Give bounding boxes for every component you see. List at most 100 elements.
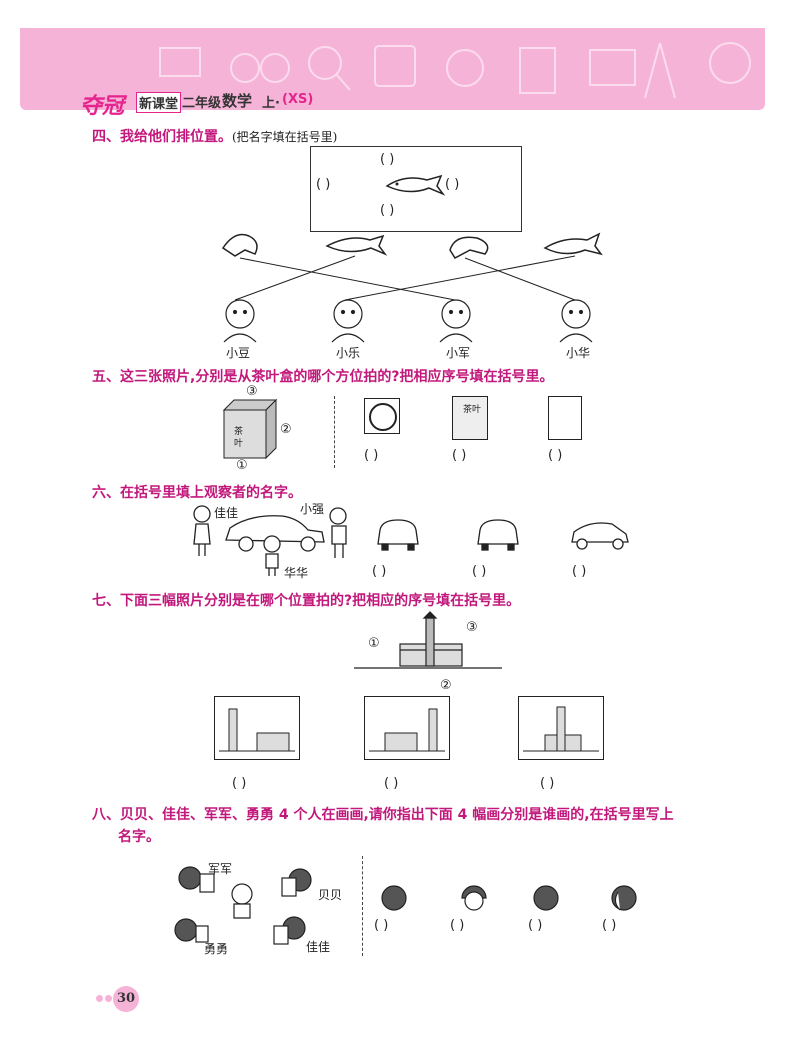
q7-marker-left: ① bbox=[368, 636, 380, 651]
child-xiaohua-icon bbox=[559, 299, 593, 343]
q4-note: (把名字填在括号里) bbox=[232, 130, 338, 144]
q5-divider bbox=[334, 396, 335, 468]
page-dot-1 bbox=[96, 995, 103, 1002]
car-icon bbox=[225, 515, 325, 552]
q6-car-views bbox=[377, 519, 629, 551]
boy-xiaoqiang-icon bbox=[329, 507, 347, 558]
painter-yongyong: 勇勇 bbox=[204, 942, 229, 956]
q5-photo-front-view: 茶叶 bbox=[452, 396, 488, 440]
q5-photo-side-view bbox=[548, 396, 582, 440]
q8-answer-1[interactable]: ( ) bbox=[374, 918, 389, 933]
painter-jiajia-icon bbox=[273, 916, 306, 945]
q8-answer-3[interactable]: ( ) bbox=[528, 918, 543, 933]
q7-answer-3[interactable]: ( ) bbox=[540, 776, 555, 791]
dolphin-back-icon bbox=[449, 236, 489, 259]
q4-children-icons bbox=[223, 299, 593, 343]
q8-title-line2: 名字。 bbox=[118, 829, 160, 845]
q7-marker-right: ③ bbox=[466, 620, 478, 635]
q8-divider bbox=[362, 856, 363, 956]
dolphin-front-icon bbox=[221, 233, 258, 257]
car-side-view-icon bbox=[571, 522, 629, 550]
q6-title: 六、在括号里填上观察者的名字。 bbox=[92, 485, 302, 501]
q8-painters-icons bbox=[174, 866, 312, 945]
q4-paren-top[interactable]: ( ) bbox=[380, 152, 395, 167]
q4-dolphins-and-lines bbox=[221, 232, 603, 301]
svg-text:茶: 茶 bbox=[234, 425, 243, 437]
dolphin-side-icon bbox=[325, 234, 388, 256]
child-xiaole-icon bbox=[331, 299, 365, 343]
child-xiaojun-icon bbox=[439, 299, 473, 343]
q7-marker-bottom: ② bbox=[440, 678, 452, 693]
observer-xiaoqiang: 小强 bbox=[300, 502, 325, 516]
q7-photo-3 bbox=[518, 696, 604, 760]
painter-center-icon bbox=[231, 883, 253, 919]
car-front-view-icon bbox=[377, 519, 419, 551]
child-name-xiaodou: 小豆 bbox=[226, 346, 251, 360]
q5-title: 五、这三张照片,分别是从茶叶盒的哪个方位拍的?把相应序号填在括号里。 bbox=[92, 369, 554, 385]
painter-beibei: 贝贝 bbox=[318, 888, 343, 902]
child-xiaodou-icon bbox=[223, 299, 257, 343]
drawing-4-side-face-icon bbox=[611, 885, 637, 911]
grade-label: 二年级 bbox=[182, 96, 222, 111]
tea-label: 茶叶 bbox=[463, 405, 482, 415]
q5-answer-3[interactable]: ( ) bbox=[548, 448, 563, 463]
volume-label: 上· bbox=[262, 96, 280, 111]
q5-marker-right: ② bbox=[280, 422, 292, 437]
drawing-2-face-icon bbox=[461, 885, 487, 911]
child-name-xiaohua: 小华 bbox=[566, 346, 591, 360]
painter-jiajia: 佳佳 bbox=[306, 940, 331, 954]
observer-jiajia: 佳佳 bbox=[214, 506, 239, 520]
page-number: 30 bbox=[113, 986, 139, 1012]
page-dot-2 bbox=[105, 995, 112, 1002]
monument-view-1-icon bbox=[219, 708, 295, 752]
q5-marker-top: ③ bbox=[246, 384, 258, 399]
q6-answer-3[interactable]: ( ) bbox=[572, 564, 587, 579]
brand-logo: 夺冠 bbox=[80, 93, 125, 119]
q4-title: 四、我给他们排位置。(把名字填在括号里) bbox=[92, 129, 338, 145]
q8-answer-4[interactable]: ( ) bbox=[602, 918, 617, 933]
q5-marker-front: ① bbox=[236, 458, 248, 473]
tea-box-icon: 茶 叶 bbox=[222, 398, 278, 460]
observer-huahua: 华华 bbox=[284, 566, 309, 580]
subject-label: 数学 bbox=[222, 92, 253, 110]
edition-label: (XS) bbox=[282, 92, 314, 107]
child-name-xiaojun: 小军 bbox=[446, 346, 471, 360]
girl-jiajia-icon bbox=[193, 505, 211, 556]
q7-photo-2 bbox=[364, 696, 450, 760]
dolphin-side2-icon bbox=[543, 232, 603, 256]
q6-answer-1[interactable]: ( ) bbox=[372, 564, 387, 579]
q7-photo-1 bbox=[214, 696, 300, 760]
q4-answer-box bbox=[310, 146, 522, 232]
q4-paren-right[interactable]: ( ) bbox=[445, 177, 460, 192]
q7-answer-1[interactable]: ( ) bbox=[232, 776, 247, 791]
svg-text:叶: 叶 bbox=[234, 438, 243, 449]
q7-answer-2[interactable]: ( ) bbox=[384, 776, 399, 791]
monument-view-2-icon bbox=[369, 708, 445, 752]
q5-photo-top-view bbox=[364, 398, 400, 434]
q5-answer-2[interactable]: ( ) bbox=[452, 448, 467, 463]
q7-title: 七、下面三幅照片分别是在哪个位置拍的?把相应的序号填在括号里。 bbox=[92, 593, 521, 609]
doodle-background bbox=[159, 42, 751, 99]
q4-paren-left[interactable]: ( ) bbox=[316, 177, 331, 192]
circle-lid-icon bbox=[369, 403, 397, 431]
q4-paren-bottom[interactable]: ( ) bbox=[380, 203, 395, 218]
q8-answer-2[interactable]: ( ) bbox=[450, 918, 465, 933]
dolphin-icon bbox=[385, 174, 446, 196]
monument-view-3-icon bbox=[523, 706, 599, 752]
painter-beibei-icon bbox=[281, 868, 312, 897]
q5-answer-1[interactable]: ( ) bbox=[364, 448, 379, 463]
painter-junjun-icon bbox=[178, 866, 215, 893]
car-rear-view-icon bbox=[477, 519, 519, 551]
q6-car-scene bbox=[193, 505, 347, 576]
painter-junjun: 军军 bbox=[208, 862, 233, 876]
page-header-banner bbox=[20, 28, 765, 110]
drawing-3-back-of-head-icon bbox=[533, 885, 559, 911]
series-name: 新课堂 bbox=[136, 92, 182, 113]
q6-answer-2[interactable]: ( ) bbox=[472, 564, 487, 579]
painter-yongyong-icon bbox=[174, 918, 209, 943]
q8-drawings bbox=[381, 885, 637, 911]
drawing-1-back-of-head-icon bbox=[381, 885, 407, 911]
monument-scene-icon bbox=[354, 611, 502, 669]
child-name-xiaole: 小乐 bbox=[336, 346, 361, 360]
child-huahua-icon bbox=[263, 535, 281, 576]
